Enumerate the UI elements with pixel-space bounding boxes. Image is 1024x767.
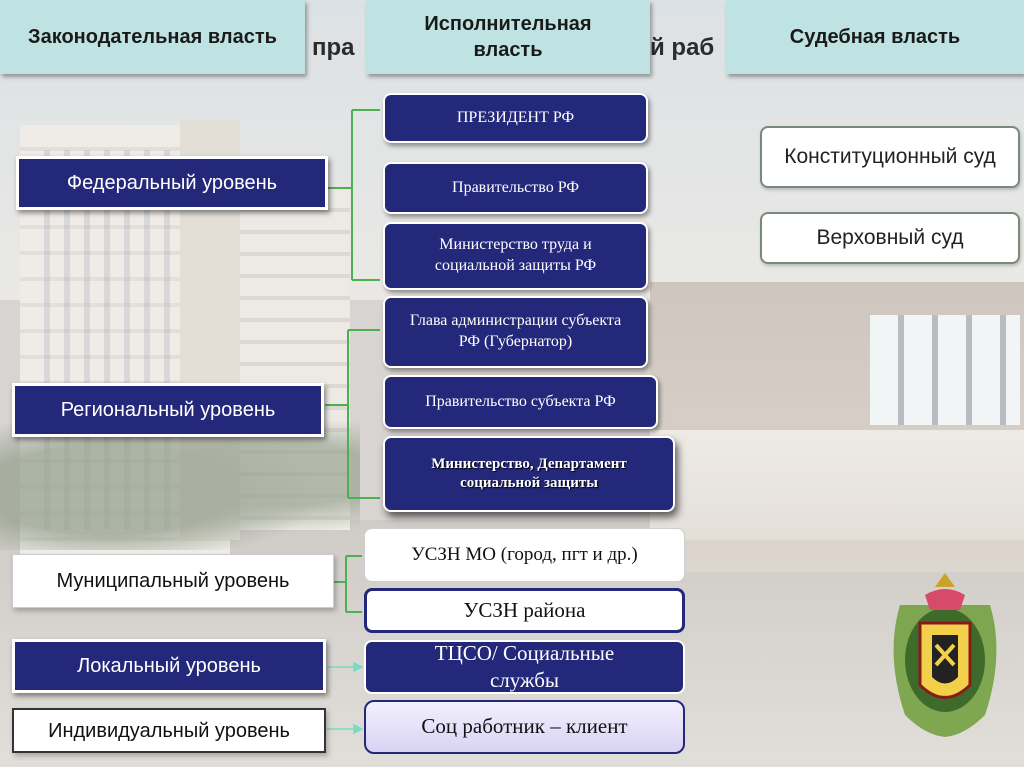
social-dept-label: Министерство, Департамент социальной защ… [431,455,627,492]
tcso-box[interactable]: ТЦСО/ Социальные службы [364,640,685,694]
level-federal[interactable]: Федеральный уровень [16,156,328,210]
president-label: ПРЕЗИДЕНТ РФ [456,108,575,126]
tab-judicial[interactable]: Судебная власть [726,0,1024,74]
local-arrow-head [353,661,364,673]
supreme-court-box[interactable]: Верховный суд [760,212,1020,264]
tab-legislative-label: Законодательная власть [28,26,277,48]
uszn-district-label: УСЗН района [463,597,586,622]
constitutional-court-box[interactable]: Конституционный суд [760,126,1020,188]
level-local[interactable]: Локальный уровень [12,639,326,693]
tab-legislative[interactable]: Законодательная власть [0,0,305,74]
level-regional[interactable]: Региональный уровень [12,383,324,437]
level-local-label: Локальный уровень [77,655,261,677]
title-fragment-right: й раб [650,34,715,61]
uszn-district-box[interactable]: УСЗН района [364,588,685,633]
federal-bracket [328,109,380,281]
level-individual[interactable]: Индивидуальный уровень [12,708,326,753]
constitutional-court-label: Конституционный суд [784,145,996,169]
tab-executive[interactable]: Исполнительная власть [366,0,650,74]
governor-label: Глава администрации субъекта РФ (Губерна… [409,312,622,350]
tcso-label: ТЦСО/ Социальные службы [434,640,615,692]
social-worker-label: Соц работник – клиент [421,714,628,739]
supreme-court-label: Верховный суд [816,226,964,250]
president-box[interactable]: ПРЕЗИДЕНТ РФ [383,93,648,143]
individual-arrow-head [353,723,364,735]
tab-judicial-label: Судебная власть [789,26,961,48]
ministry-labor-box[interactable]: Министерство труда и социальной защиты Р… [383,222,648,290]
level-municipal-label: Муниципальный уровень [56,570,290,592]
level-regional-label: Региональный уровень [60,399,276,421]
ministry-labor-label: Министерство труда и социальной защиты Р… [434,236,597,274]
level-individual-label: Индивидуальный уровень [48,719,290,742]
title-fragment-left: пра [312,34,355,61]
governor-box[interactable]: Глава администрации субъекта РФ (Губерна… [383,296,648,368]
government-label: Правительство РФ [452,178,579,196]
uszn-mo-box[interactable]: УСЗН МО (город, пгт и др.) [364,528,685,582]
government-box[interactable]: Правительство РФ [383,162,648,214]
building-right-band [650,430,1024,540]
level-municipal[interactable]: Муниципальный уровень [12,554,334,608]
coat-of-arms-emblem [893,573,997,737]
level-federal-label: Федеральный уровень [66,172,278,194]
regional-government-label: Правительство субъекта РФ [425,392,616,410]
building-right-windows [870,315,1020,425]
tab-executive-label: Исполнительная власть [424,13,592,61]
social-worker-box[interactable]: Соц работник – клиент [364,700,685,754]
regional-bracket [325,329,380,499]
uszn-mo-label: УСЗН МО (город, пгт и др.) [411,543,638,565]
social-dept-box[interactable]: Министерство, Департамент социальной защ… [383,436,675,512]
regional-government-box[interactable]: Правительство субъекта РФ [383,375,658,429]
municipal-bracket [334,555,362,613]
